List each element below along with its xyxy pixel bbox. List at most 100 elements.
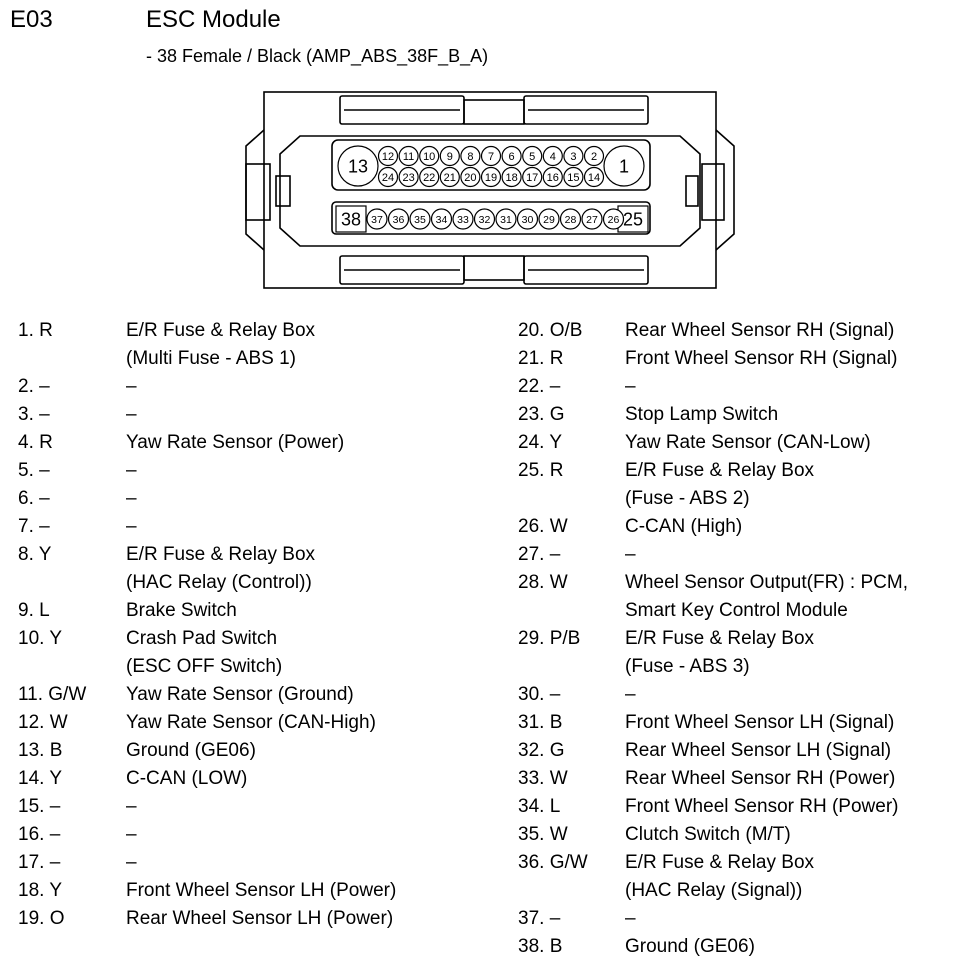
pin-description: – [126,404,137,425]
pin-label: 13 [348,156,368,176]
pin-description-continued: (Fuse - ABS 3) [625,656,750,677]
pin-circle-small: 7 [480,145,502,167]
pin-number: 7. – [18,516,50,537]
pin-row: 29. P/B E/R Fuse & Relay Box (Fuse - ABS 3… [518,626,968,682]
pin-description: Stop Lamp Switch [625,404,779,425]
pin-row: 35. W Clutch Switch (M/T) [518,822,968,850]
pin-label: 23 [402,172,414,184]
pin-number: 3. – [18,404,50,425]
pin-description: – [126,460,137,481]
pin-description: C-CAN (High) [625,516,743,537]
pin-label: 3 [570,151,576,163]
pin-number: 26. W [518,516,568,537]
pin-circle-large: 1 [603,145,645,187]
pin-description: E/R Fuse & Relay Box [625,852,815,873]
pin-description: C-CAN (LOW) [126,768,248,789]
pin-row: 22. –– [518,374,968,402]
pin-description: Rear Wheel Sensor RH (Power) [625,768,896,789]
pin-circle-small: 16 [542,166,563,188]
pin-square-large: 25 [617,205,649,233]
pin-circle-small: 28 [559,208,582,230]
pin-label: 28 [565,214,577,226]
pin-description-continued: (Fuse - ABS 2) [625,488,750,509]
pin-label: 22 [423,172,435,184]
pin-circle-small: 11 [398,145,419,167]
pin-label: 17 [526,172,538,184]
pin-description: E/R Fuse & Relay Box [126,544,316,565]
pin-label: 4 [550,151,556,163]
pin-row: 12. W Yaw Rate Sensor (CAN-High) [18,710,498,738]
pin-label: 7 [488,151,494,163]
pin-number: 13. B [18,740,63,761]
pin-label: 12 [382,151,394,163]
pin-label: 31 [500,214,512,226]
pin-description: – [625,908,636,929]
pin-number: 15. – [18,796,61,817]
pin-label: 30 [522,214,534,226]
pin-description: Brake Switch [126,600,237,621]
pin-description: Clutch Switch (M/T) [625,824,791,845]
pin-description: – [126,824,137,845]
pin-circle-small: 33 [452,208,474,230]
pin-number: 12. W [18,712,68,733]
pin-number: 36. G/W [518,852,588,873]
pin-row: 26. W C-CAN (High) [518,514,968,542]
pin-circle-small: 26 [602,208,625,230]
pin-row: 14. Y C-CAN (LOW) [18,766,498,794]
pin-description: – [126,796,137,817]
pin-circle-small: 37 [366,208,388,230]
pin-number: 29. P/B [518,628,581,649]
pin-description-continued: Smart Key Control Module [625,600,848,621]
pin-description: Yaw Rate Sensor (CAN-High) [126,712,376,733]
housing-outline [263,91,717,289]
pin-circle-small: 21 [439,166,460,188]
pin-circle-small: 34 [430,208,453,230]
pin-number: 10. Y [18,628,63,649]
pin-circle-small: 27 [581,208,603,230]
connector-code: E03 [10,6,53,33]
pin-description: E/R Fuse & Relay Box [625,628,815,649]
pin-description: – [625,684,636,705]
pin-row: 16. –– [18,822,498,850]
pin-circle-small: 23 [398,166,419,188]
pin-label: 9 [447,151,453,163]
pin-label: 37 [371,214,383,226]
pin-circle-small: 35 [409,208,431,230]
pin-description: – [126,516,137,537]
pin-number: 14. Y [18,768,63,789]
pin-square-large: 38 [335,205,367,233]
pin-circle-small: 19 [480,166,502,188]
pin-label: 32 [479,214,491,226]
pin-number: 28. W [518,572,568,593]
pin-circle-small: 5 [522,145,543,167]
pin-number: 4. R [18,432,53,453]
pin-circle-small: 3 [563,145,584,167]
pin-label: 33 [457,214,469,226]
pin-number: 38. B [518,936,563,957]
pin-circle-small: 12 [377,145,399,167]
pin-circle-small: 20 [460,166,481,188]
pin-description: – [126,488,137,509]
pin-number: 35. W [518,824,568,845]
pin-number: 8. Y [18,544,52,565]
pin-number: 30. – [518,684,561,705]
pin-row: 27. –– [518,542,968,570]
pin-label: 36 [393,214,405,226]
pin-label: 35 [414,214,426,226]
pin-row: 5. –– [18,458,498,486]
pin-label: 14 [588,172,600,184]
pin-number: 11. G/W [18,684,87,705]
pin-label: 5 [529,151,535,163]
pin-description: Yaw Rate Sensor (CAN-Low) [625,432,871,453]
pin-row: 37. –– [518,906,968,934]
